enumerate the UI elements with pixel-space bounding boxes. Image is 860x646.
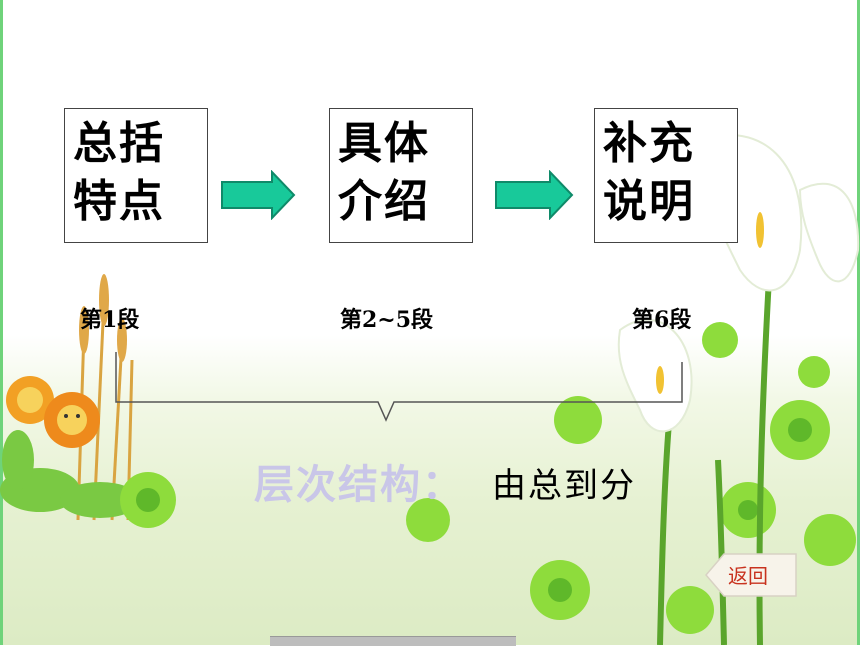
left-frame-line [0, 0, 3, 645]
back-button-label: 返回 [728, 564, 768, 588]
structure-value: 由总到分 [492, 466, 636, 506]
structure-label: 层次结构： [254, 462, 464, 508]
bottom-toolbar [270, 636, 516, 646]
flow-box-detail-line2: 介绍 [338, 176, 430, 227]
flow-box-summary-line2: 特点 [73, 176, 165, 227]
segment-label-2: 第2~5段 [340, 307, 434, 333]
segment-label-1: 第1段 [80, 307, 140, 333]
right-frame-line [857, 0, 860, 645]
flow-arrow-1 [221, 170, 296, 220]
flow-box-summary: 总括 特点 [64, 108, 208, 243]
flow-box-detail-line1: 具体 [338, 118, 430, 169]
back-button[interactable]: 返回 [704, 552, 798, 598]
flow-box-summary-line1: 总括 [73, 118, 165, 169]
flow-box-supplement-line1: 补充 [603, 118, 695, 169]
segment-label-3: 第6段 [632, 307, 692, 333]
flow-box-detail: 具体 介绍 [329, 108, 473, 243]
flow-box-supplement-line2: 说明 [603, 176, 695, 227]
flow-box-supplement: 补充 说明 [594, 108, 738, 243]
back-arrow-icon [705, 553, 797, 597]
flow-arrow-2 [495, 170, 574, 220]
